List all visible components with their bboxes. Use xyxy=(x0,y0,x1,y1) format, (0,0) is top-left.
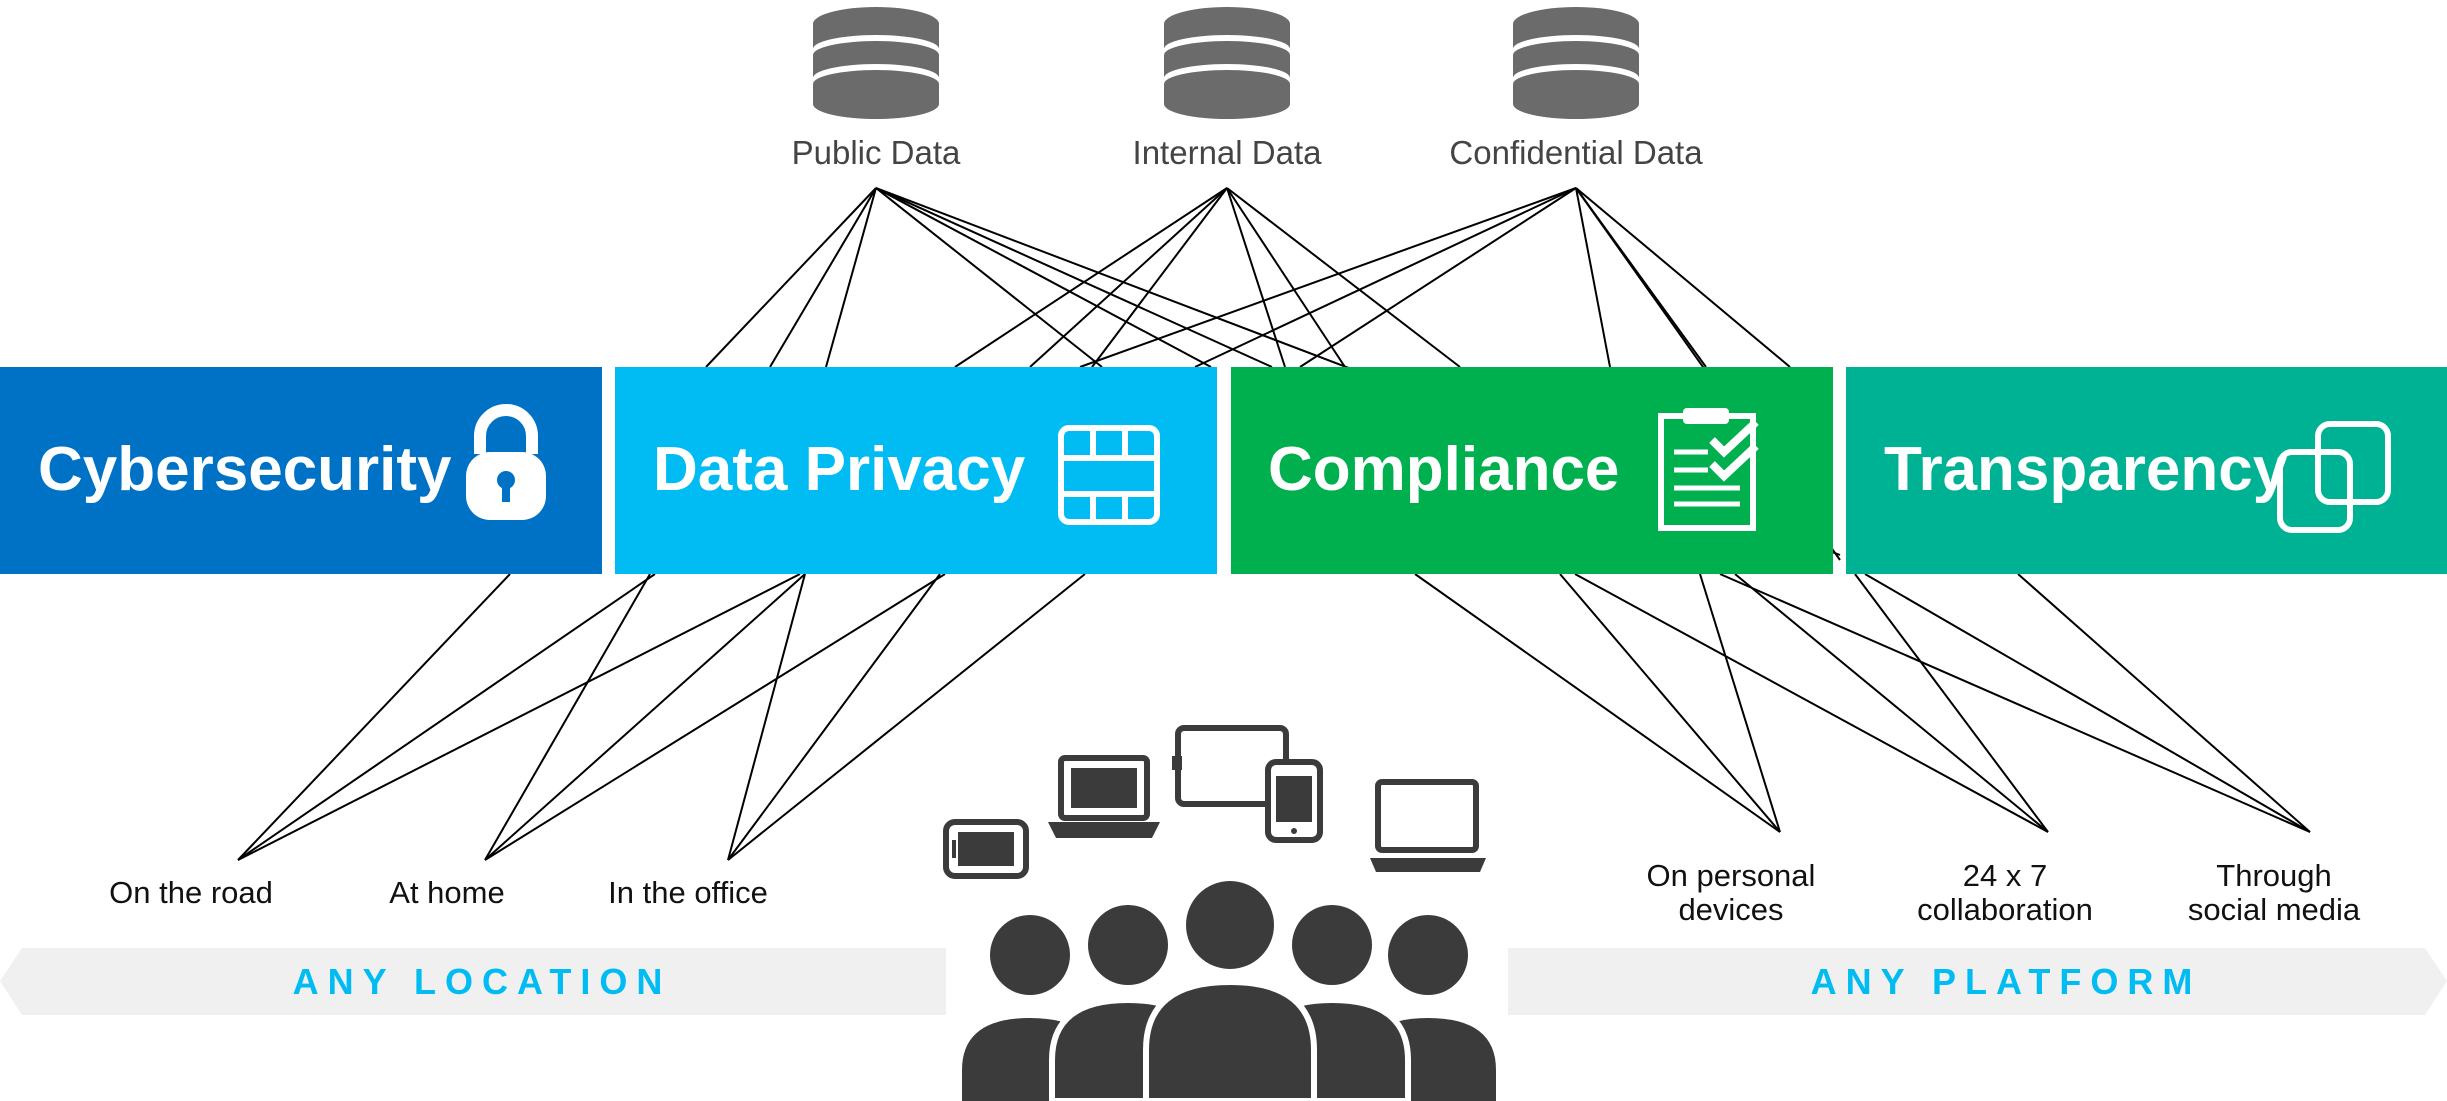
connector-line xyxy=(237,573,801,861)
svg-text:devices: devices xyxy=(1678,892,1783,927)
connector-line xyxy=(825,187,877,368)
location-label-road: On the road xyxy=(109,875,273,910)
database-icon xyxy=(1513,7,1639,119)
connector-line xyxy=(1194,187,1577,368)
connector-line xyxy=(727,573,1086,861)
grid-icon xyxy=(1058,425,1160,525)
banner-label: ANY LOCATION xyxy=(293,961,672,1002)
svg-text:24 x 7: 24 x 7 xyxy=(1963,858,2047,893)
database-icon xyxy=(813,7,939,119)
connector-line xyxy=(1299,187,1577,368)
connector-line xyxy=(1091,187,1228,368)
pillar-label: Transparency xyxy=(1884,435,2288,504)
pillar-label: Cybersecurity xyxy=(38,435,452,504)
connector-line xyxy=(484,573,806,861)
pillar-compliance: Compliance xyxy=(1231,367,1833,574)
connector-line xyxy=(1575,187,1611,368)
connector-line xyxy=(1575,187,1791,368)
connector-lines-bottom xyxy=(237,573,2311,861)
data-source-label: Internal Data xyxy=(1133,134,1323,171)
data-source-label: Confidential Data xyxy=(1449,134,1703,171)
connector-line xyxy=(954,187,1228,368)
svg-text:collaboration: collaboration xyxy=(1917,892,2093,927)
pillar-label: Data Privacy xyxy=(653,435,1026,504)
padlock-icon xyxy=(466,404,546,520)
laptop-icon xyxy=(1370,779,1486,872)
pillar-transparency: Transparency xyxy=(1846,367,2447,574)
banner-label: ANY PLATFORM xyxy=(1811,961,2202,1002)
connector-line xyxy=(1226,187,1346,368)
location-label-home: At home xyxy=(389,875,504,910)
data-source-label: Public Data xyxy=(792,134,961,171)
connector-line xyxy=(727,573,941,861)
svg-text:On personal: On personal xyxy=(1647,858,1816,893)
connector-line xyxy=(1559,573,1781,833)
overlap-squares-icon xyxy=(2277,421,2391,533)
pillar-cybersecurity: Cybersecurity xyxy=(0,367,602,574)
smartphone-icon xyxy=(1265,759,1323,843)
phone-landscape-icon xyxy=(943,819,1029,879)
connector-line xyxy=(1029,187,1228,368)
connector-line xyxy=(1079,187,1577,368)
svg-text:Through: Through xyxy=(2216,858,2331,893)
location-label-office: In the office xyxy=(608,875,768,910)
connector-line xyxy=(1719,573,2311,833)
connector-line xyxy=(875,187,1103,368)
connector-line xyxy=(484,573,651,861)
connector-line xyxy=(705,187,877,368)
pillar-label: Compliance xyxy=(1268,435,1619,504)
connector-line xyxy=(1734,573,2049,833)
connector-line xyxy=(1864,573,2311,833)
data-source-internal: Internal Data xyxy=(1133,7,1323,171)
connector-line xyxy=(769,187,877,368)
connector-line xyxy=(1854,573,2049,833)
platform-label-collaboration: 24 x 7 collaboration xyxy=(1917,858,2093,927)
connector-line xyxy=(1699,573,1781,833)
connector-line xyxy=(1574,573,2049,833)
connector-line xyxy=(484,573,946,861)
banner-any-location: ANY LOCATION xyxy=(0,948,946,1015)
device-icons xyxy=(943,725,1486,879)
clipboard-check-icon xyxy=(1658,408,1759,531)
people-group-icon xyxy=(962,881,1496,1101)
laptop-icon xyxy=(1048,755,1160,838)
connector-line xyxy=(1226,187,1461,368)
platform-label-devices: On personal devices xyxy=(1647,858,1816,927)
data-source-public: Public Data xyxy=(792,7,961,171)
data-source-confidential: Confidential Data xyxy=(1449,7,1703,171)
svg-text:social media: social media xyxy=(2188,892,2361,927)
connector-line xyxy=(875,187,1212,368)
pillar-data-privacy: Data Privacy xyxy=(615,367,1217,574)
connector-line xyxy=(2017,573,2311,833)
connector-line xyxy=(727,573,806,861)
connector-line xyxy=(237,573,511,861)
banner-any-platform: ANY PLATFORM xyxy=(1508,948,2447,1015)
database-icon xyxy=(1164,7,1290,119)
connector-line xyxy=(1226,187,1286,368)
connector-line xyxy=(875,187,1273,368)
connector-line xyxy=(1414,573,1781,833)
connector-line xyxy=(237,573,656,861)
connector-lines-top xyxy=(705,187,1841,561)
platform-label-social: Through social media xyxy=(2188,858,2361,927)
